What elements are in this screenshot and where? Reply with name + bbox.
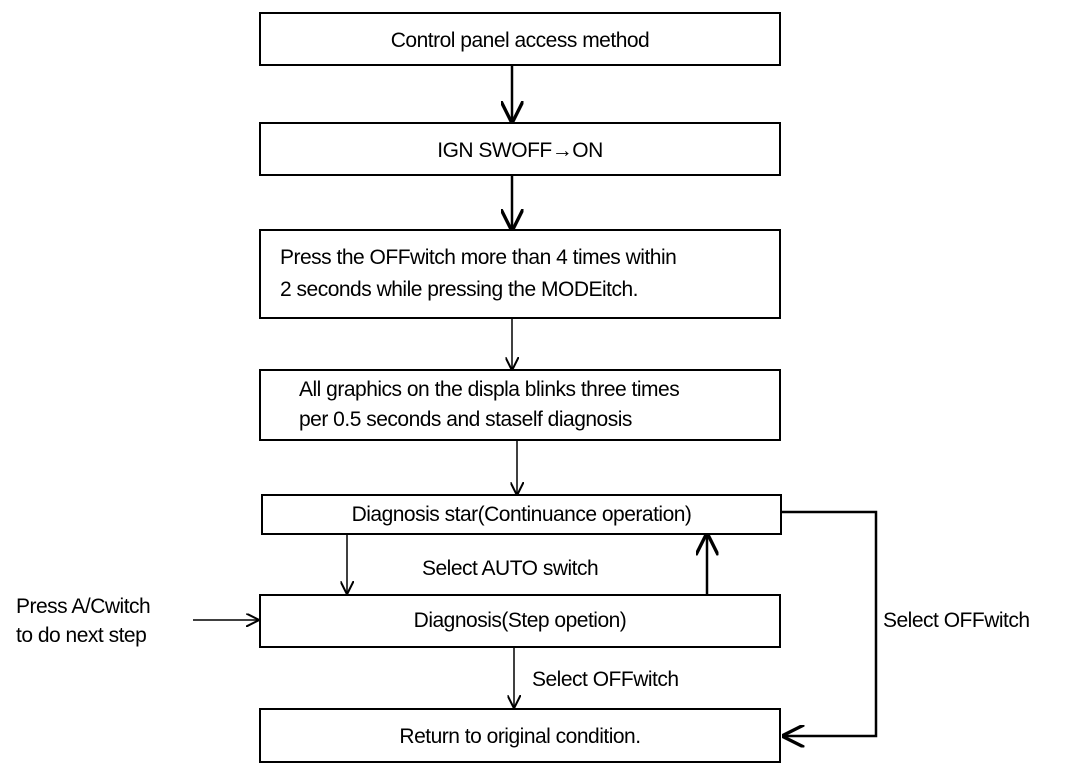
node-ign-switch <box>259 122 781 176</box>
node-graphics-blink-line2: per 0.5 seconds and staself diagnosis <box>299 408 632 431</box>
label-press-ac-line2: to do next step <box>16 624 147 647</box>
node-return-text: Return to original condition. <box>399 725 641 748</box>
node-access-method <box>259 12 781 66</box>
node-graphics-blink-line1: All graphics on the displa blinks three … <box>299 378 680 401</box>
node-diagnosis-start <box>261 494 782 535</box>
node-diagnosis-step <box>259 594 781 648</box>
label-select-off-bottom: Select OFFwitch <box>532 668 679 691</box>
label-select-off-right: Select OFFwitch <box>883 609 1030 632</box>
node-return <box>259 708 781 763</box>
arrow-diagstart-to-return <box>782 510 878 736</box>
node-diagnosis-start-text: Diagnosis star(Continuance operation) <box>351 503 692 526</box>
node-ign-switch-text: IGN SWOFF→ON <box>437 139 603 162</box>
node-graphics-blink <box>259 369 781 441</box>
node-press-off <box>259 229 781 319</box>
node-diagnosis-step-text: Diagnosis(Step opetion) <box>413 609 627 632</box>
node-press-off-line2: 2 seconds while pressing the MODEitch. <box>280 278 639 301</box>
label-select-auto: Select AUTO switch <box>422 557 599 580</box>
node-access-method-text: Control panel access method <box>390 29 650 52</box>
label-press-ac-line1: Press A/Cwitch <box>16 595 151 618</box>
node-press-off-line1: Press the OFFwitch more than 4 times wit… <box>280 246 677 269</box>
